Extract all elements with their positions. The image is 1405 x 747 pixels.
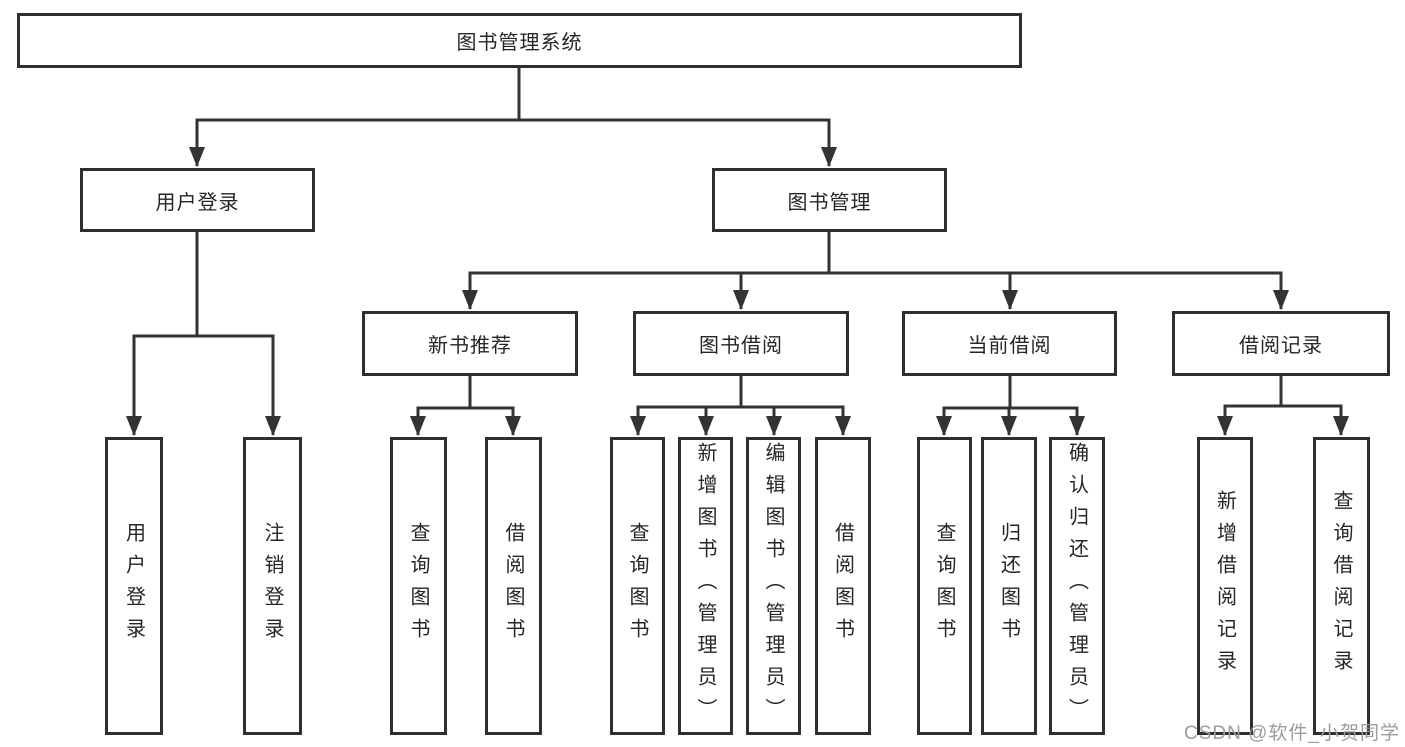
node-search-books-2: 查询图书: [610, 437, 665, 735]
node-edit-books-admin: 编辑图书（管理员）: [746, 437, 801, 735]
connector-user-login-children: [126, 232, 281, 436]
node-search-borrow-record: 查询借阅记录: [1313, 437, 1370, 735]
connector-book-management-children: [462, 232, 1289, 310]
node-current-borrowing: 当前借阅: [902, 311, 1117, 376]
node-confirm-return-admin: 确认归还（管理员）: [1049, 437, 1105, 735]
node-book-management: 图书管理: [712, 168, 947, 232]
node-book-borrowing: 图书借阅: [633, 311, 849, 376]
node-borrowing-records: 借阅记录: [1172, 311, 1390, 376]
node-library-system: 图书管理系统: [17, 13, 1022, 68]
node-borrow-books-2: 借阅图书: [815, 437, 871, 735]
connector-root-to-level1: [189, 68, 837, 167]
node-user-login-op: 用户登录: [105, 437, 163, 735]
node-logout-op: 注销登录: [243, 437, 302, 735]
node-return-books: 归还图书: [981, 437, 1037, 735]
node-borrow-books-1: 借阅图书: [485, 437, 542, 735]
node-add-borrow-record: 新增借阅记录: [1197, 437, 1253, 735]
csdn-watermark: CSDN @软件_小贺同学: [1184, 723, 1400, 744]
node-new-book-recommendation: 新书推荐: [362, 311, 578, 376]
connector-current-borrowing-children: [936, 376, 1085, 436]
node-user-login: 用户登录: [80, 168, 315, 232]
node-add-books-admin: 新增图书（管理员）: [678, 437, 733, 735]
connector-new-book-children: [410, 376, 521, 436]
node-search-books-1: 查询图书: [390, 437, 447, 735]
connector-borrowing-records-children: [1217, 376, 1349, 436]
connector-book-borrowing-children: [630, 376, 851, 436]
node-search-books-3: 查询图书: [917, 437, 972, 735]
